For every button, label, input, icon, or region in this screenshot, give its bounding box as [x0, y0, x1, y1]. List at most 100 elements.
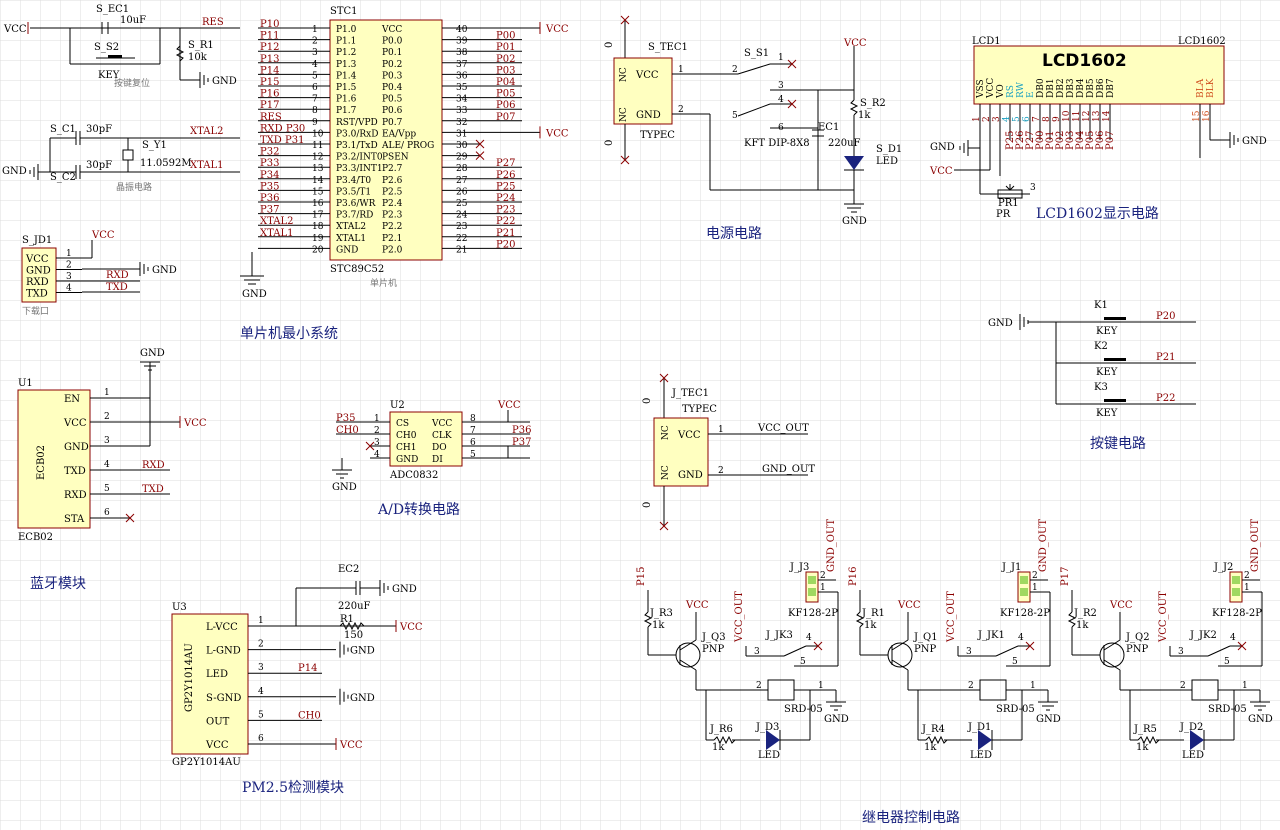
adc-right-net: P36: [512, 425, 531, 436]
pm-part: GP2Y1014AU: [172, 757, 241, 768]
mcu-right-pin-num: 29: [456, 153, 468, 163]
pm-pin-num: 4: [258, 687, 264, 697]
power-sw-ref: S_S1: [744, 48, 769, 59]
lcd-pin-name: VCC: [986, 78, 996, 99]
bt-net: RXD: [142, 460, 165, 471]
lcd-pin-num: 2: [982, 116, 992, 122]
relay-j-p2: 2: [1032, 571, 1038, 581]
pm-gnd-net: GND: [350, 646, 375, 657]
lcd-vcc-left: VCC: [929, 166, 953, 177]
relay-r-ref: J_R1: [861, 608, 885, 619]
key-value: KEY: [1096, 326, 1118, 337]
lcd-pin-name: DB7: [1106, 78, 1116, 98]
download-gnd-net: GND: [152, 265, 177, 276]
osc-c2-ref: S_C2: [50, 172, 76, 183]
bt-pin-name: TXD: [64, 466, 86, 477]
relay-led-symbol: [766, 730, 780, 750]
mcu-left-pin-num: 14: [312, 176, 324, 186]
tec2-p1: 1: [718, 425, 724, 435]
mcu-right-pin-name: P0.3: [382, 71, 403, 81]
mcu-right-pin-name: P0.2: [382, 60, 402, 70]
relay-led-symbol: [978, 730, 992, 750]
title-power: 电源电路: [706, 226, 762, 242]
lcd-pin-num: 10: [1062, 110, 1072, 122]
lcd-pin-name: RW: [1016, 81, 1026, 98]
lcd-body: [973, 45, 1225, 105]
relay-jk-p5: 5: [1224, 657, 1230, 667]
relay-transistor: [1099, 642, 1125, 668]
lcd-pin-name: DB6: [1096, 78, 1106, 98]
pm-pin-num: 2: [258, 640, 264, 650]
mcu-left-pin-name: P3.5/T1: [336, 187, 371, 197]
adc-left-pin-name: GND: [396, 455, 418, 465]
key-value: KEY: [1096, 408, 1118, 419]
lcd-gnd-left: GND: [930, 142, 955, 153]
lcd-pin-net: P04: [1075, 131, 1086, 150]
tec2-gnd-pin: GND: [678, 470, 703, 481]
tec2-nc2: NC: [661, 465, 671, 480]
tec2-zero-top: 0: [642, 398, 653, 404]
bt-pin-num: 3: [104, 436, 110, 446]
relay-d-ref: J_D3: [755, 722, 779, 733]
mcu-left-pin-name: P3.3/INT1: [336, 164, 383, 174]
adc-left-pin-num: 3: [374, 438, 380, 448]
key-net: P22: [1156, 393, 1175, 404]
relay-r2-value: 1k: [1136, 742, 1149, 753]
relay-led-symbol: [1190, 730, 1204, 750]
power-sw-p5: 5: [732, 111, 738, 121]
mcu-left-pin-name: P3.6/WR: [336, 199, 376, 209]
relay-vcc: VCC: [685, 600, 709, 611]
power-vcc-top: VCC: [843, 38, 867, 49]
relay-d-value: LED: [970, 750, 992, 761]
mcu-right-net: P01: [496, 42, 515, 53]
relay-j-part: KF128-2P: [1000, 608, 1050, 619]
mcu-left-pin-num: 19: [312, 234, 324, 244]
mcu-left-pin-name: P3.0/RxD: [336, 129, 378, 139]
download-pin-num: 4: [66, 284, 72, 294]
relay-jk-part: SRD-05: [784, 704, 823, 715]
mcu-left-pin-num: 2: [312, 37, 318, 47]
mcu-left-pin-name: P3.2/INT0: [336, 153, 383, 163]
relay-vcc-out: VCC_OUT: [734, 591, 745, 643]
relay-jk-p4: 4: [806, 633, 812, 643]
mcu-left-net: P13: [260, 54, 279, 65]
osc-note: 晶振电路: [116, 181, 152, 193]
relay-r2-value: 1k: [924, 742, 937, 753]
lcd-pin-num: 14: [1102, 110, 1112, 122]
adc-left-pin-num: 1: [374, 414, 380, 424]
mcu-left-pin-num: 20: [312, 245, 324, 255]
lcd-pin-num: 1: [972, 116, 982, 122]
mcu-left-pin-name: GND: [336, 245, 358, 255]
oscillator-circuit: S_C1 30pF XTAL2 XTAL1 S_C2 30pF S_Y1 11.…: [2, 124, 240, 193]
relay-gnd-out: GND_OUT: [1250, 519, 1261, 572]
lcd-pin-num: 3: [992, 116, 1002, 122]
mcu-left-pin-num: 18: [312, 222, 324, 232]
adc-right-pin-num: 7: [470, 426, 476, 436]
mcu-left-net: XTAL2: [260, 216, 293, 227]
mcu-left-pin-name: XTAL2: [336, 222, 366, 232]
mcu-right-net: P26: [496, 170, 515, 181]
mcu-left-net: P15: [260, 77, 279, 88]
mcu-gnd-label: GND: [242, 289, 267, 300]
relay-d-value: LED: [758, 750, 780, 761]
power-p1: 1: [678, 65, 684, 75]
mcu-ref: STC1: [330, 6, 358, 17]
pm-ref: U3: [172, 602, 187, 613]
title-pm: PM2.5检测模块: [242, 780, 344, 796]
mcu-right-pin-num: 38: [456, 48, 468, 58]
lcd-pin-net: P03: [1065, 131, 1076, 150]
typec-output: 0 J_TEC1 TYPEC NC NC VCC GND 1 2 VCC_OUT…: [642, 373, 815, 531]
relay-coil-p2: 2: [968, 681, 974, 691]
adc-left-pin-num: 4: [374, 450, 380, 460]
power-circuit: 0 S_TEC1 NC NC VCC GND TYPEC 0 1 2 S_S1 …: [604, 15, 902, 227]
mcu-left-net: P10: [260, 19, 279, 30]
lcd-pin-name: DB3: [1066, 78, 1076, 98]
power-sw-p2: 2: [732, 65, 738, 75]
mcu-left-pin-name: RST/VPD: [336, 118, 378, 128]
mcu-left-pin-num: 5: [312, 71, 318, 81]
adc-left-pin-name: CH0: [396, 431, 417, 441]
relay-input-net: P15: [636, 567, 647, 586]
relay-r2-ref: J_R6: [709, 724, 733, 735]
relay-jk-p3: 3: [754, 647, 760, 657]
